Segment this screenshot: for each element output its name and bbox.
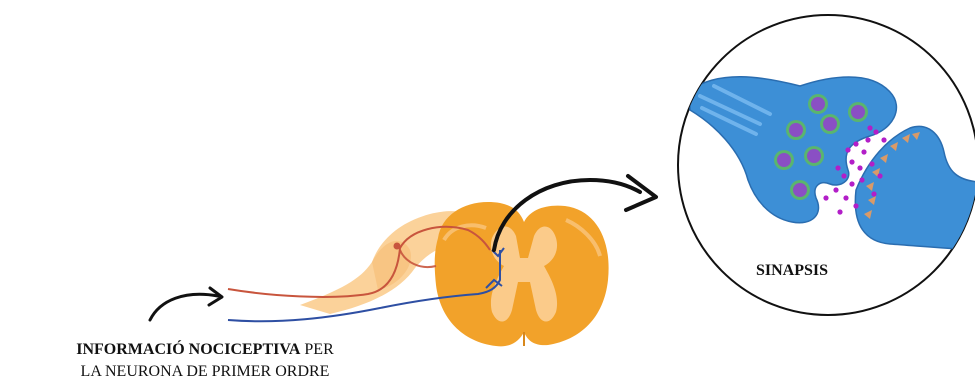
caption-bold: INFORMACIÓ NOCICEPTIVA <box>76 341 300 358</box>
caption-rest: PER <box>300 341 333 358</box>
caption-line-1: INFORMACIÓ NOCICEPTIVA PER <box>0 339 410 361</box>
synapse-label: SINAPSIS <box>737 262 847 280</box>
input-arrow <box>150 288 222 320</box>
spinal-cord <box>435 202 609 346</box>
caption-line-2: LA NEURONA DE PRIMER ORDRE <box>0 361 410 383</box>
caption: INFORMACIÓ NOCICEPTIVA PER LA NEURONA DE… <box>0 339 410 383</box>
